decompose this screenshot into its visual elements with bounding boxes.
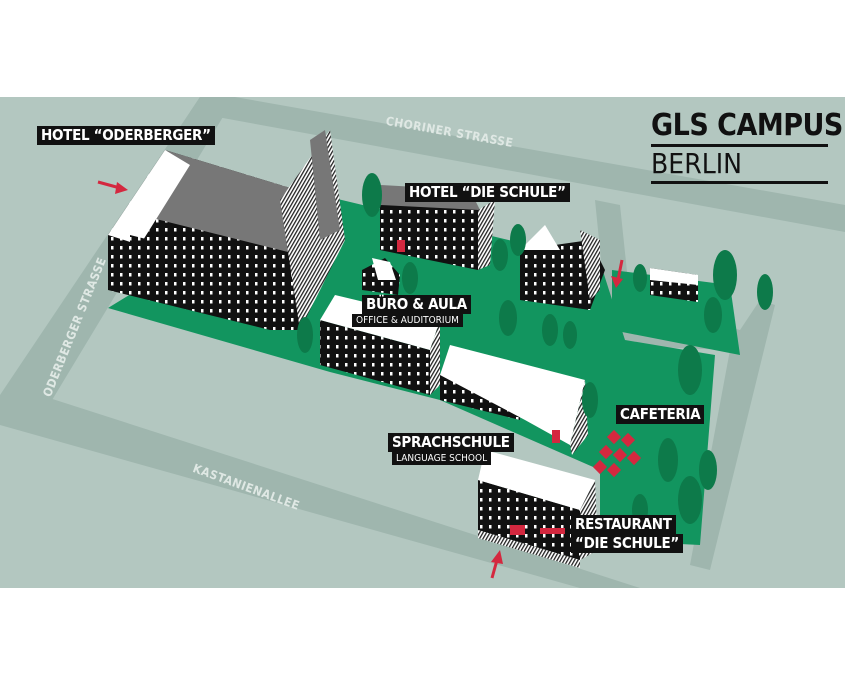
title-divider (651, 181, 828, 184)
entrance-arrow-icon (97, 180, 128, 194)
entrance-arrow-icon (611, 259, 624, 288)
building-kiosk (362, 258, 400, 295)
building-small-annex (520, 225, 605, 310)
building-hotel-oderberger (108, 130, 345, 330)
label-buero-aula: BÜRO & AULA (362, 295, 471, 314)
label-sprachschule: SPRACHSCHULE (388, 433, 514, 452)
label-office-auditorium: OFFICE & AUDITORIUM (352, 314, 463, 327)
label-restaurant-name: “DIE SCHULE” (571, 534, 683, 553)
campus-map (0, 97, 845, 588)
road-side (595, 200, 775, 570)
title-line1: GLS CAMPUS (651, 108, 843, 143)
cafeteria-umbrellas (592, 429, 642, 478)
road-choriner-strasse (190, 97, 845, 232)
entrance-arrow-icon (490, 550, 503, 579)
label-cafeteria: CAFETERIA (616, 405, 705, 424)
title-divider (651, 144, 828, 147)
label-hotel-die-schule: HOTEL “DIE SCHULE” (405, 183, 570, 202)
building-garden-house (650, 268, 698, 302)
road-kastanienallee (0, 395, 640, 588)
label-hotel-oderberger: HOTEL “ODERBERGER” (37, 126, 215, 145)
label-language-school: LANGUAGE SCHOOL (392, 452, 492, 465)
title-line2: BERLIN (651, 147, 742, 180)
garden-green (612, 270, 740, 355)
map-title: GLS CAMPUS BERLIN (651, 108, 843, 184)
label-restaurant: RESTAURANT (571, 515, 676, 534)
